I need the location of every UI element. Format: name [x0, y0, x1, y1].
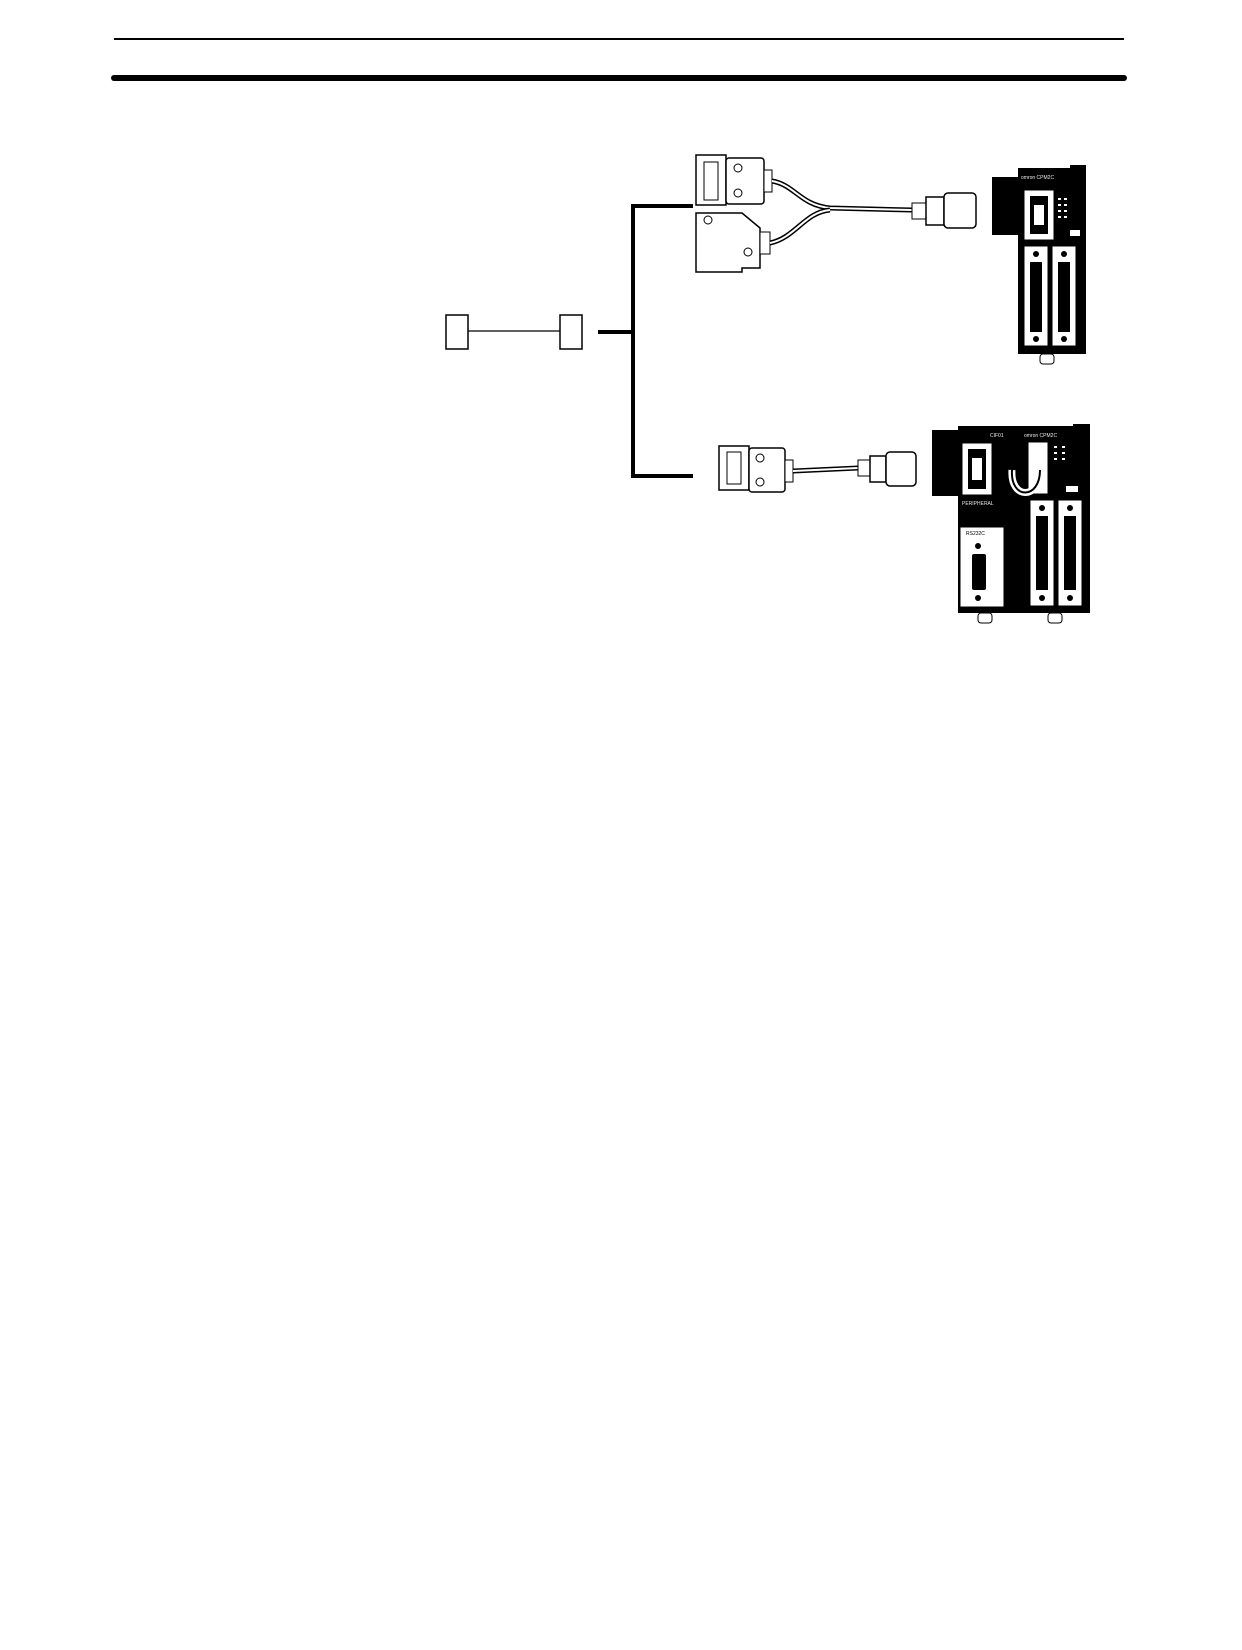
cif01-module-label: CIF01	[990, 433, 1004, 439]
io-connector-right	[1057, 499, 1083, 607]
dsub-connector-icon	[695, 154, 773, 206]
plc-unit-lower: CIF01 PERIPHERAL RS232C omron CPM2C	[932, 424, 1090, 624]
io-connector-left	[1023, 245, 1049, 347]
y-cable-branch-bottom-inner	[769, 209, 831, 244]
upper-unit-brand-label: omron CPM2C	[1021, 175, 1054, 181]
cif01-port-label: PERIPHERAL	[962, 501, 994, 507]
io-connector-right	[1051, 245, 1077, 347]
rs232c-label: RS232C	[966, 531, 985, 537]
peripheral-plug-icon	[695, 212, 771, 273]
lower-unit-brand-label: omron CPM2C	[1024, 433, 1057, 439]
dsub-connector-icon	[718, 445, 794, 493]
cable-end-plug-icon	[911, 192, 977, 229]
y-adapter-cable	[695, 154, 977, 273]
plc-unit-upper: omron CPM2C	[992, 165, 1086, 365]
cable-end-plug-icon	[857, 451, 917, 487]
computer-cable	[445, 314, 583, 350]
y-cable-branch-top-inner	[771, 180, 913, 211]
io-connector-left	[1029, 499, 1055, 607]
y-cable-branch-top	[771, 178, 913, 213]
straight-cable	[718, 445, 917, 493]
cable-end-right	[559, 314, 583, 350]
branch-bracket	[598, 204, 693, 478]
cable-end-left	[445, 314, 469, 350]
